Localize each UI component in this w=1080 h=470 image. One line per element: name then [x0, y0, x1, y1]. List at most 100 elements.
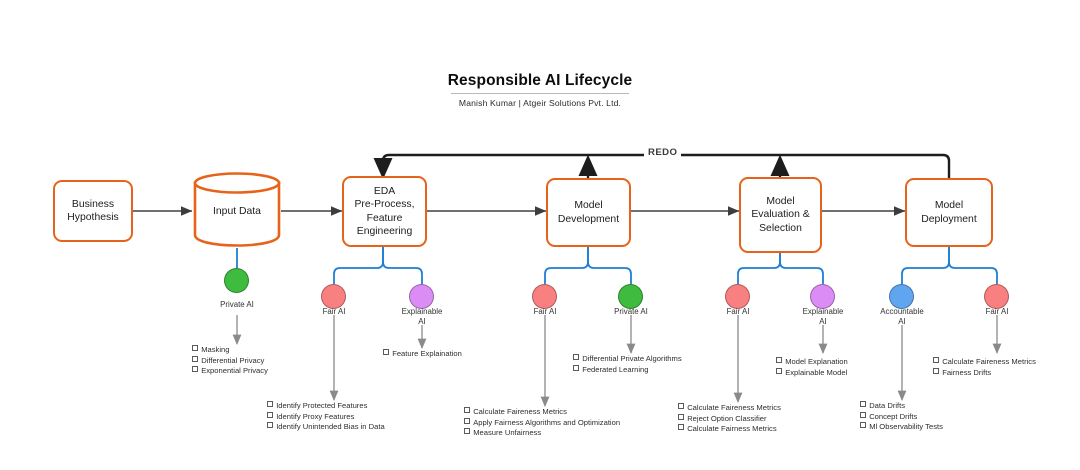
list-item: Masking [192, 345, 268, 356]
detail-list-deploy-accountable-ai: Data Drifts Concept Drifts Ml Observabil… [860, 401, 943, 433]
checkbox-icon [464, 417, 471, 424]
list-item-label: Calculate Fairness Metrics [687, 424, 777, 434]
checkbox-icon [776, 367, 783, 374]
stage-model-development[interactable]: Model Development [546, 178, 631, 247]
stage-label-line: Feature [366, 212, 403, 224]
checkbox-icon [933, 367, 940, 374]
list-item-label: Concept Drifts [869, 411, 918, 421]
pillar-label-fair-ai: Fair AI [726, 307, 750, 316]
list-item: Apply Fairness Algorithms and Optimizati… [464, 417, 620, 429]
list-item: Identify Protected Features [267, 401, 385, 412]
checkbox-icon [678, 403, 685, 410]
checkbox-icon [860, 411, 867, 418]
stage-model-evaluation[interactable]: Model Evaluation & Selection [739, 177, 822, 253]
list-item-label: Model Explanation [785, 357, 848, 367]
list-item: Differential Private Algorithms [573, 354, 682, 365]
checkbox-icon [267, 422, 274, 429]
pillar-dot-private-ai[interactable] [224, 268, 249, 293]
pillar-dot-fair-ai[interactable] [725, 284, 750, 309]
list-item-label: Data Drifts [869, 401, 906, 411]
list-item: Identify Unintended Bias in Data [267, 422, 385, 433]
stage-label-line: Evaluation & [751, 209, 810, 221]
list-item-label: Identify Unintended Bias in Data [276, 422, 385, 432]
diagram-header: Responsible AI Lifecycle Manish Kumar | … [0, 72, 1080, 109]
checkbox-icon [573, 364, 580, 371]
detail-list-eval-fair-ai: Calculate Faireness Metrics Reject Optio… [678, 403, 781, 435]
byline: Manish Kumar | Atgeir Solutions Pvt. Ltd… [458, 98, 622, 108]
stage-model-deployment[interactable]: Model Deployment [905, 178, 993, 247]
checkbox-icon [464, 407, 471, 414]
pillar-dot-fair-ai[interactable] [532, 284, 557, 309]
pillar-dot-explainable-ai[interactable] [810, 284, 835, 309]
pillar-label-explainable-ai: Explainable AI [802, 307, 844, 326]
checkbox-icon [267, 401, 274, 408]
checkbox-icon [383, 349, 390, 356]
list-item-label: Reject Option Classifier [687, 413, 767, 423]
pillar-label-accountable-ai: Accountable AI [880, 307, 924, 326]
pillar-label-explainable-ai: Explainable AI [401, 307, 443, 326]
checkbox-icon [678, 413, 685, 420]
list-item: Data Drifts [860, 401, 943, 412]
pillar-label-private-ai: Private AI [220, 300, 254, 309]
checkbox-icon [192, 345, 199, 352]
list-item-label: Differential Private Algorithms [582, 354, 682, 364]
pillar-dot-private-ai[interactable] [618, 284, 643, 309]
detail-list-dev-private-ai: Differential Private Algorithms Federate… [573, 354, 682, 375]
detail-list-eda-explainable-ai: Feature Explaination [383, 349, 462, 360]
list-item: Fairness Drifts [933, 367, 1036, 379]
checkbox-icon [678, 424, 685, 431]
list-item: Calculate Fairness Metrics [678, 424, 781, 435]
detail-list-private-ai: Masking Differential Privacy Exponential… [192, 345, 268, 377]
pillar-label-private-ai: Private AI [614, 307, 648, 316]
list-item-label: Calculate Faireness Metrics [473, 407, 567, 417]
cylinder-shape [193, 172, 281, 247]
list-item-label: Masking [201, 345, 230, 355]
list-item-label: Measure Unfairness [473, 428, 542, 438]
pillar-dot-accountable-ai[interactable] [889, 284, 914, 309]
redo-label: REDO [644, 147, 682, 158]
pillar-connectors [236, 247, 998, 284]
list-item: Concept Drifts [860, 411, 943, 423]
pillar-dot-explainable-ai[interactable] [409, 284, 434, 309]
list-item: Measure Unfairness [464, 428, 620, 439]
checkbox-icon [860, 401, 867, 408]
list-item: Model Explanation [776, 357, 848, 368]
pillar-dot-fair-ai[interactable] [321, 284, 346, 309]
list-item-label: Ml Observability Tests [869, 422, 943, 432]
list-item: Reject Option Classifier [678, 413, 781, 425]
list-item: Feature Explaination [383, 349, 462, 360]
checkbox-icon [860, 422, 867, 429]
stage-business-hypothesis[interactable]: Business Hypothesis [53, 180, 133, 242]
checkbox-icon [573, 354, 580, 361]
detail-list-eval-explainable-ai: Model Explanation Explainable Model [776, 357, 848, 378]
list-item: Explainable Model [776, 367, 848, 379]
page-title: Responsible AI Lifecycle [447, 72, 633, 89]
list-item: Calculate Faireness Metrics [678, 403, 781, 414]
redo-feedback-path [373, 153, 951, 180]
pillar-detail-arrows [232, 315, 1002, 408]
list-item-label: Identify Protected Features [276, 401, 368, 411]
stage-eda[interactable]: EDA Pre-Process, Feature Engineering [342, 176, 427, 247]
title-divider [451, 93, 629, 94]
detail-list-eda-fair-ai: Identify Protected Features Identify Pro… [267, 401, 385, 433]
list-item-label: Differential Privacy [201, 355, 265, 365]
list-item-label: Identify Proxy Features [276, 411, 355, 421]
list-item: Calculate Faireness Metrics [933, 357, 1036, 368]
checkbox-icon [933, 357, 940, 364]
list-item: Federated Learning [573, 364, 682, 376]
stage-label-line: Engineering [356, 225, 413, 237]
stage-label-line: Development [557, 213, 620, 225]
list-item: Ml Observability Tests [860, 422, 943, 433]
list-item-label: Fairness Drifts [942, 367, 992, 377]
stage-input-data[interactable]: Input Data [192, 170, 282, 248]
stage-label-line: Model [934, 200, 964, 212]
list-item-label: Feature Explaination [392, 349, 462, 359]
stage-label-line: Model [766, 196, 795, 208]
list-item: Calculate Faireness Metrics [464, 407, 620, 418]
list-item-label: Explainable Model [785, 367, 848, 377]
pillar-dot-fair-ai[interactable] [984, 284, 1009, 309]
list-item-label: Federated Learning [582, 364, 649, 374]
checkbox-icon [267, 411, 274, 418]
stage-label-line: Business [71, 198, 115, 210]
pillar-label-fair-ai: Fair AI [533, 307, 557, 316]
